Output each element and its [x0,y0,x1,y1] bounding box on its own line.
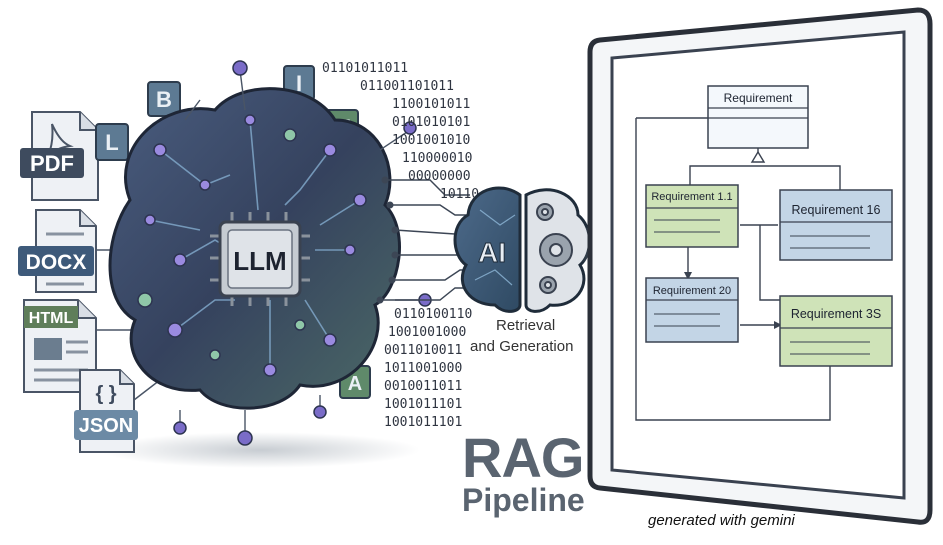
svg-text:Requirement 20: Requirement 20 [653,285,731,297]
html-label: HTML [29,310,74,327]
letter-tile-b: B [147,81,181,117]
binary-row: 1001011101 [384,397,462,412]
retrieval-label-line2: and Generation [470,338,574,355]
pdf-label: PDF [30,151,74,176]
ai-label: AI [478,237,506,268]
requirement-16-box: Requirement 16 [779,189,893,261]
json-braces-icon: { } [95,383,116,405]
inherit-arrow-icon [750,150,766,163]
diagram-connectors [635,117,841,421]
binary-row: 011001101011 [360,79,454,94]
svg-text:L: L [105,130,118,155]
html-file-icon: HTML [23,299,97,393]
svg-text:B: B [156,87,172,112]
svg-text:I: I [296,71,302,96]
binary-row: 0110100110 [394,307,472,322]
svg-text:A: A [348,373,362,395]
binary-row: 0011010011 [384,343,462,358]
letter-tile-l: L [95,123,129,161]
binary-row: 1011001000 [384,361,462,376]
binary-row: 01101011011 [322,61,408,76]
binary-row: 1001001000 [388,325,466,340]
binary-row: 1100101011 [392,97,470,112]
requirement-3s-box: Requirement 3S [779,295,893,367]
binary-row: 00000000 [408,169,471,184]
requirement-root-box: Requirement [707,85,809,149]
llm-chip-label: LLM [233,246,286,276]
binary-row: 1001011101 [384,415,462,430]
binary-row: 110000010 [402,151,472,166]
json-label: JSON [79,415,133,437]
svg-text:Requirement 3S: Requirement 3S [791,307,881,321]
llm-chip: LLM [210,212,310,306]
llm-brain: LLM [108,60,432,446]
arrow-head-icon [774,321,782,329]
wire-endpoints [376,176,399,304]
binary-row: 10110 [440,187,479,202]
image-caption: generated with gemini [648,512,795,529]
gear-icon [536,203,573,294]
brain-shadow [100,432,420,468]
docx-label: DOCX [26,251,87,274]
retrieval-label-line1: Retrieval [496,317,556,334]
binary-stream: 01101011011 011001101011 1100101011 0101… [322,61,479,430]
svg-text:Requirement: Requirement [724,91,793,105]
requirement-20-box: Requirement 20 [645,277,739,343]
pdf-file-icon: PDF [20,111,99,201]
svg-text:Requirement 16: Requirement 16 [792,203,881,217]
binary-row: 0101010101 [392,115,470,130]
json-file-icon: { } JSON [74,369,138,453]
binary-row: 1001001010 [392,133,470,148]
rag-title: RAG [462,426,584,489]
binary-row: 0010011011 [384,379,462,394]
arrow-head-icon [684,272,692,280]
requirement-1-1-box: Requirement 1.1 [645,184,739,248]
retrieval-generation-label: Retrieval and Generation [470,315,573,357]
requirements-diagram: Requirement Requirement 1.1 Requirement … [635,85,893,421]
pipeline-subtitle: Pipeline [462,482,585,518]
ai-brain: AI [453,186,591,313]
docx-file-icon: DOCX [18,209,97,293]
svg-text:Requirement 1.1: Requirement 1.1 [651,191,732,203]
